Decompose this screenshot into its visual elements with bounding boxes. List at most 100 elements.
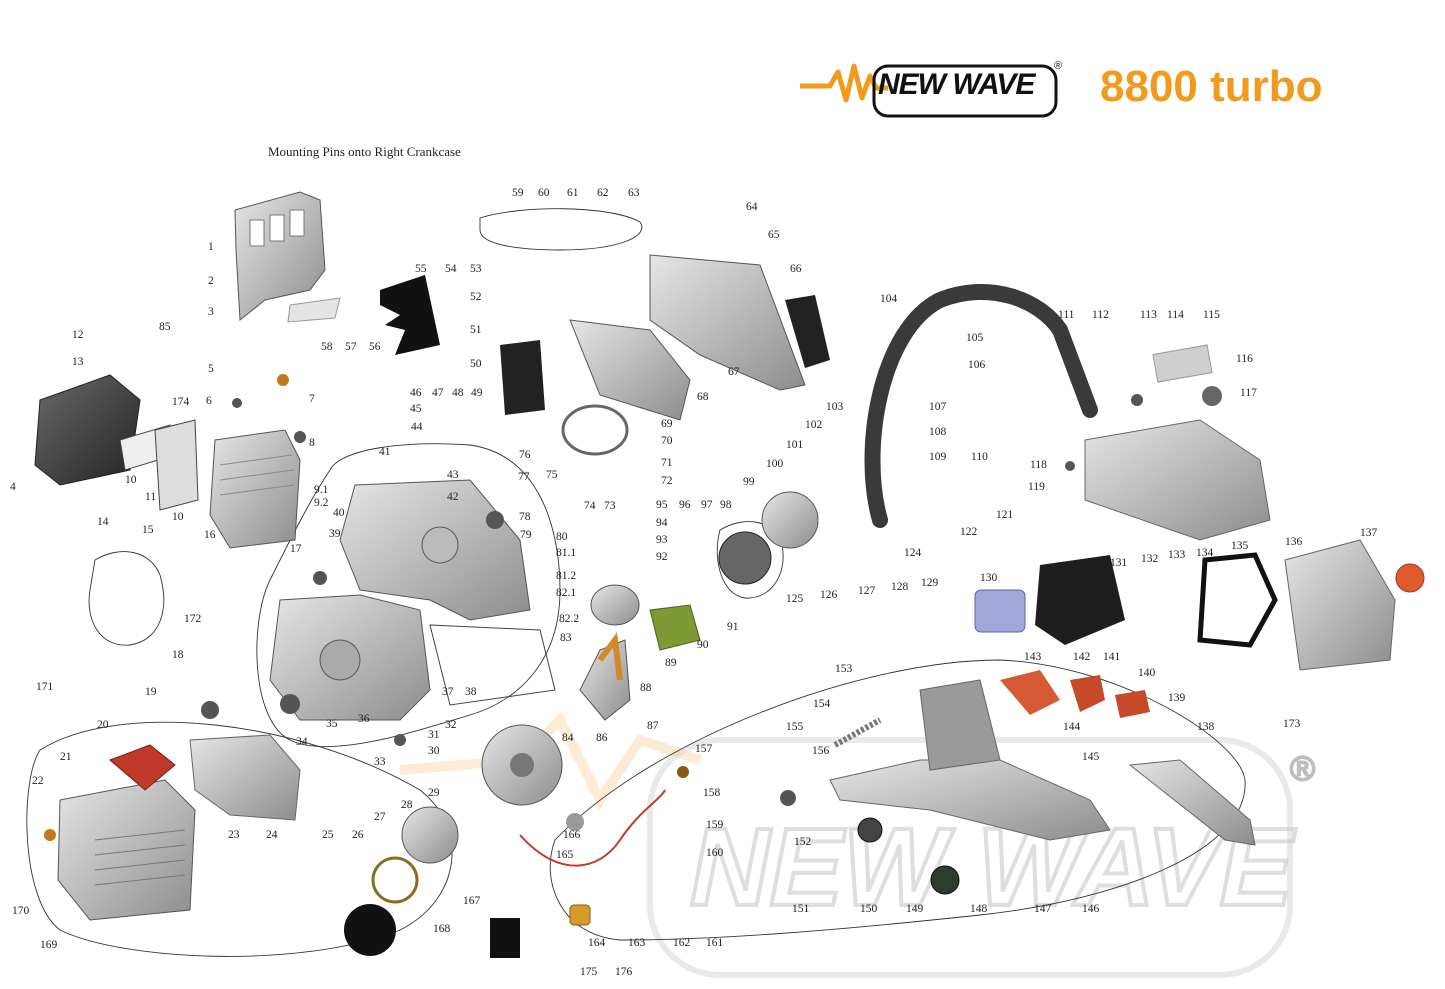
part-number-label: 140 <box>1138 667 1156 679</box>
part-number-label: 63 <box>628 187 640 199</box>
part-number-label: 76 <box>519 449 531 461</box>
part-number-label: 128 <box>891 581 909 593</box>
part-number-label: 115 <box>1203 309 1220 321</box>
rewind-spring-part <box>371 856 419 904</box>
part-number-label: 45 <box>410 403 422 415</box>
part-number-label: 70 <box>661 435 673 447</box>
part-number-label: 147 <box>1034 903 1052 915</box>
part-number-label: 64 <box>746 201 758 213</box>
part-number-label: 151 <box>792 903 810 915</box>
part-number-label: 103 <box>826 401 844 413</box>
part-number-label: 10 <box>125 474 137 486</box>
part-number-label: 124 <box>904 547 922 559</box>
part-number-label: 84 <box>562 732 574 744</box>
part-number-label: 57 <box>345 341 357 353</box>
part-number-label: 6 <box>206 395 212 407</box>
handle-guard-part <box>234 191 326 321</box>
part-number-label: 11 <box>145 491 156 503</box>
part-number-label: 130 <box>980 572 998 584</box>
part-number-label: 139 <box>1168 692 1186 704</box>
fuel-cap-part <box>930 865 960 895</box>
part-number-label: 150 <box>860 903 878 915</box>
part-number-label: 74 <box>584 500 596 512</box>
pins-group-outline <box>479 208 643 251</box>
part-number-label: 174 <box>172 396 190 408</box>
ignition-coil-part <box>490 918 520 958</box>
brake-band-part <box>561 404 629 456</box>
part-number-label: 16 <box>204 529 216 541</box>
part-number-label: 153 <box>835 663 853 675</box>
part-number-label: 31 <box>428 729 440 741</box>
crankcase-group-outline <box>256 443 561 748</box>
part-number-label: 24 <box>266 829 278 841</box>
part-number-label: 52 <box>470 291 482 303</box>
watermark-registered-mark: ® <box>1290 750 1315 788</box>
part-number-label: 23 <box>228 829 240 841</box>
registered-mark: ® <box>1054 60 1063 72</box>
part-number-label: 162 <box>673 937 691 949</box>
part-number-label: 102 <box>805 419 823 431</box>
part-number-label: 155 <box>786 721 804 733</box>
part-number-label: 97 <box>701 499 713 511</box>
part-number-label: 28 <box>401 799 413 811</box>
part-number-label: 4 <box>10 481 16 493</box>
crankcase-gasket-part <box>429 624 556 706</box>
part-number-label: 86 <box>596 732 608 744</box>
part-number-label: 133 <box>1168 549 1186 561</box>
part-number-label: 163 <box>628 937 646 949</box>
part-number-label: 154 <box>813 698 831 710</box>
clutch-drum-part <box>761 491 819 549</box>
part-number-label: 39 <box>329 528 341 540</box>
part-number-label: 44 <box>411 421 423 433</box>
handle-cover-part <box>1128 759 1256 846</box>
part-number-label: 2 <box>208 275 214 287</box>
part-number-label: 173 <box>1283 718 1301 730</box>
part-number-label: 170 <box>12 905 30 917</box>
part-number-label: 169 <box>40 939 58 951</box>
part-number-label: 127 <box>858 585 876 597</box>
part-number-label: 46 <box>410 387 422 399</box>
part-number-label: 78 <box>519 511 531 523</box>
spring-cover-part <box>344 904 396 956</box>
part-number-label: 65 <box>768 229 780 241</box>
sprocket-cover-part <box>649 254 806 391</box>
part-number-label: 145 <box>1082 751 1100 763</box>
part-number-label: 10 <box>172 511 184 523</box>
part-number-label: 105 <box>966 332 984 344</box>
cylinder-part <box>209 429 301 549</box>
part-number-label: 141 <box>1103 651 1121 663</box>
brake-housing-part <box>569 319 691 421</box>
part-number-label: 88 <box>640 682 652 694</box>
part-number-label: 33 <box>374 756 386 768</box>
part-number-label: 7 <box>309 393 315 405</box>
part-number-label: 143 <box>1024 651 1042 663</box>
part-number-label: 93 <box>656 534 668 546</box>
carb-base-part <box>1035 555 1125 645</box>
part-number-label: 175 <box>580 966 598 978</box>
part-number-label: 107 <box>929 401 947 413</box>
part-number-label: 69 <box>661 418 673 430</box>
part-number-label: 75 <box>546 469 558 481</box>
pulley-part <box>401 806 459 864</box>
part-number-label: 108 <box>929 426 947 438</box>
part-number-label: 72 <box>661 475 673 487</box>
part-number-label: 135 <box>1231 540 1249 552</box>
part-number-label: 36 <box>358 713 370 725</box>
part-number-label: 116 <box>1236 353 1253 365</box>
oil-pump-part <box>649 604 701 651</box>
part-number-label: 3 <box>208 306 214 318</box>
top-cover-part <box>1084 419 1271 541</box>
part-number-label: 138 <box>1197 721 1215 733</box>
part-number-label: 29 <box>428 787 440 799</box>
part-number-label: 132 <box>1141 553 1159 565</box>
part-number-label: 80 <box>556 531 568 543</box>
part-number-label: 8 <box>309 437 315 449</box>
part-number-label: 34 <box>296 736 308 748</box>
trigger-part <box>1070 675 1105 712</box>
part-number-label: 41 <box>379 446 391 458</box>
part-number-label: 27 <box>374 811 386 823</box>
part-number-label: 60 <box>538 187 550 199</box>
filter-pad-part <box>1152 344 1213 383</box>
part-number-label: 81.1 <box>556 547 576 559</box>
